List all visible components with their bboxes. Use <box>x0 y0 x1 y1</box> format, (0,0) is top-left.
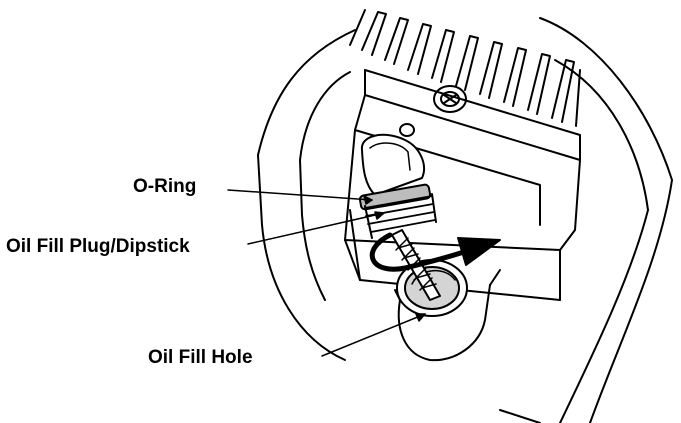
bolt-icon <box>399 85 467 137</box>
oil-fill-plug-label: Oil Fill Plug/Dipstick <box>6 236 190 257</box>
o-ring-label: O-Ring <box>133 176 197 197</box>
oil-fill-neck <box>394 259 501 362</box>
leader-lines <box>227 189 426 357</box>
o-ring-shape <box>358 183 432 211</box>
oil-fill-hole-label: Oil Fill Hole <box>148 347 253 368</box>
leader-plug <box>247 212 385 245</box>
rotation-arrow-icon <box>369 232 501 272</box>
cooling-fins <box>349 9 581 127</box>
oil-fill-plug <box>358 133 437 239</box>
leader-hole <box>321 313 426 357</box>
engine-housing <box>257 17 673 423</box>
leader-o-ring <box>227 189 373 201</box>
